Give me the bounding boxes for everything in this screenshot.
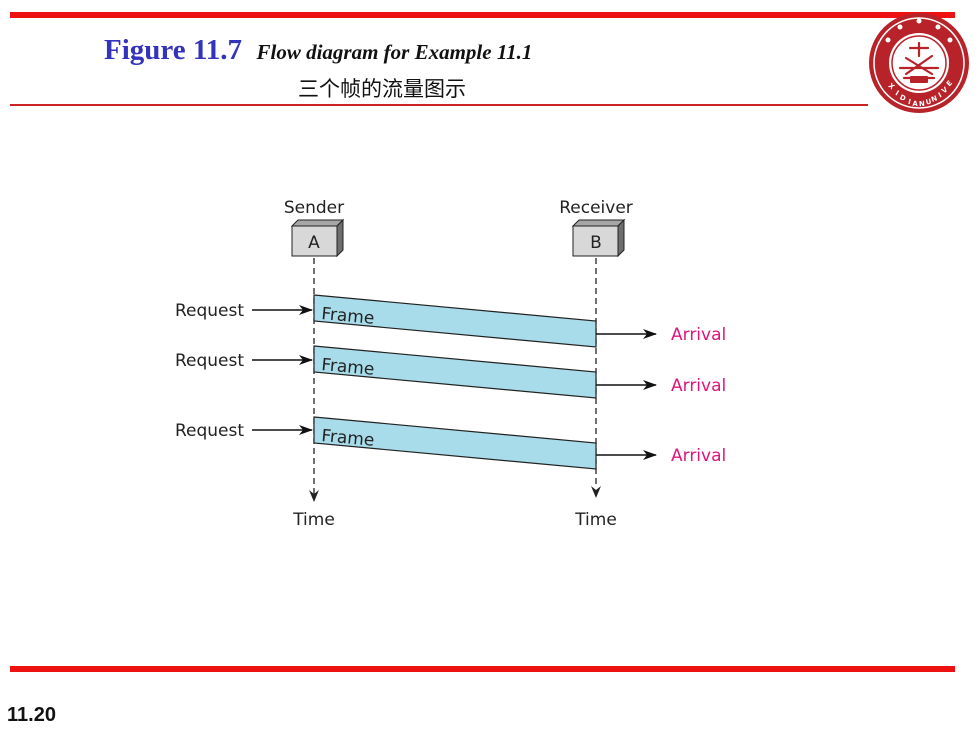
receiver-time-arrowhead [591,486,601,498]
svg-text:I: I [894,89,900,97]
svg-text:N: N [930,94,938,104]
frame-2: Request Frame Arrival [175,345,726,399]
frame-label-2: Frame [321,355,376,380]
svg-text:E: E [945,79,954,88]
sender-node-label: A [308,233,320,253]
sender-label: Sender [284,198,344,218]
figure-title: Figure 11.7 Flow diagram for Example 11.… [104,34,532,67]
title-divider [10,104,868,106]
svg-text:D: D [899,93,908,103]
frame-1: Request Frame Arrival [175,294,726,348]
frame-3: Request Frame Arrival [175,416,726,470]
svg-text:I: I [907,98,911,106]
arrival-label-3: Arrival [671,446,726,466]
request-label-3: Request [175,421,244,441]
receiver-box-b: B [571,218,626,258]
sender-time-arrowhead [309,490,319,502]
arrival-label-1: Arrival [671,325,726,345]
request-label-2: Request [175,351,244,371]
time-label-sender: Time [292,510,335,530]
figure-subtitle: 三个帧的流量图示 [298,77,466,101]
receiver-label: Receiver [559,198,633,218]
frame-band-3 [313,416,597,470]
top-accent-bar [10,12,955,18]
frame-band-2 [313,345,597,399]
xidian-university-seal-icon: X I D I A N U N I V E [869,13,969,113]
page-number: 11.20 [7,704,56,726]
time-label-receiver: Time [574,510,617,530]
svg-text:X: X [887,82,897,92]
figure-number: Figure 11.7 [104,34,243,66]
svg-text:I: I [937,91,943,99]
svg-text:N: N [919,100,926,108]
frame-band-1 [313,294,597,348]
figure-caption: Flow diagram for Example 11.1 [256,40,533,64]
request-label-1: Request [175,301,244,321]
bottom-accent-bar [10,666,955,672]
sender-box-a: A [290,218,345,258]
svg-text:U: U [925,97,933,106]
frame-label-3: Frame [321,426,376,451]
arrival-label-2: Arrival [671,376,726,396]
svg-text:V: V [940,85,950,95]
receiver-node-label: B [590,233,602,253]
svg-text:A: A [912,100,919,108]
frame-label-1: Frame [321,304,376,329]
